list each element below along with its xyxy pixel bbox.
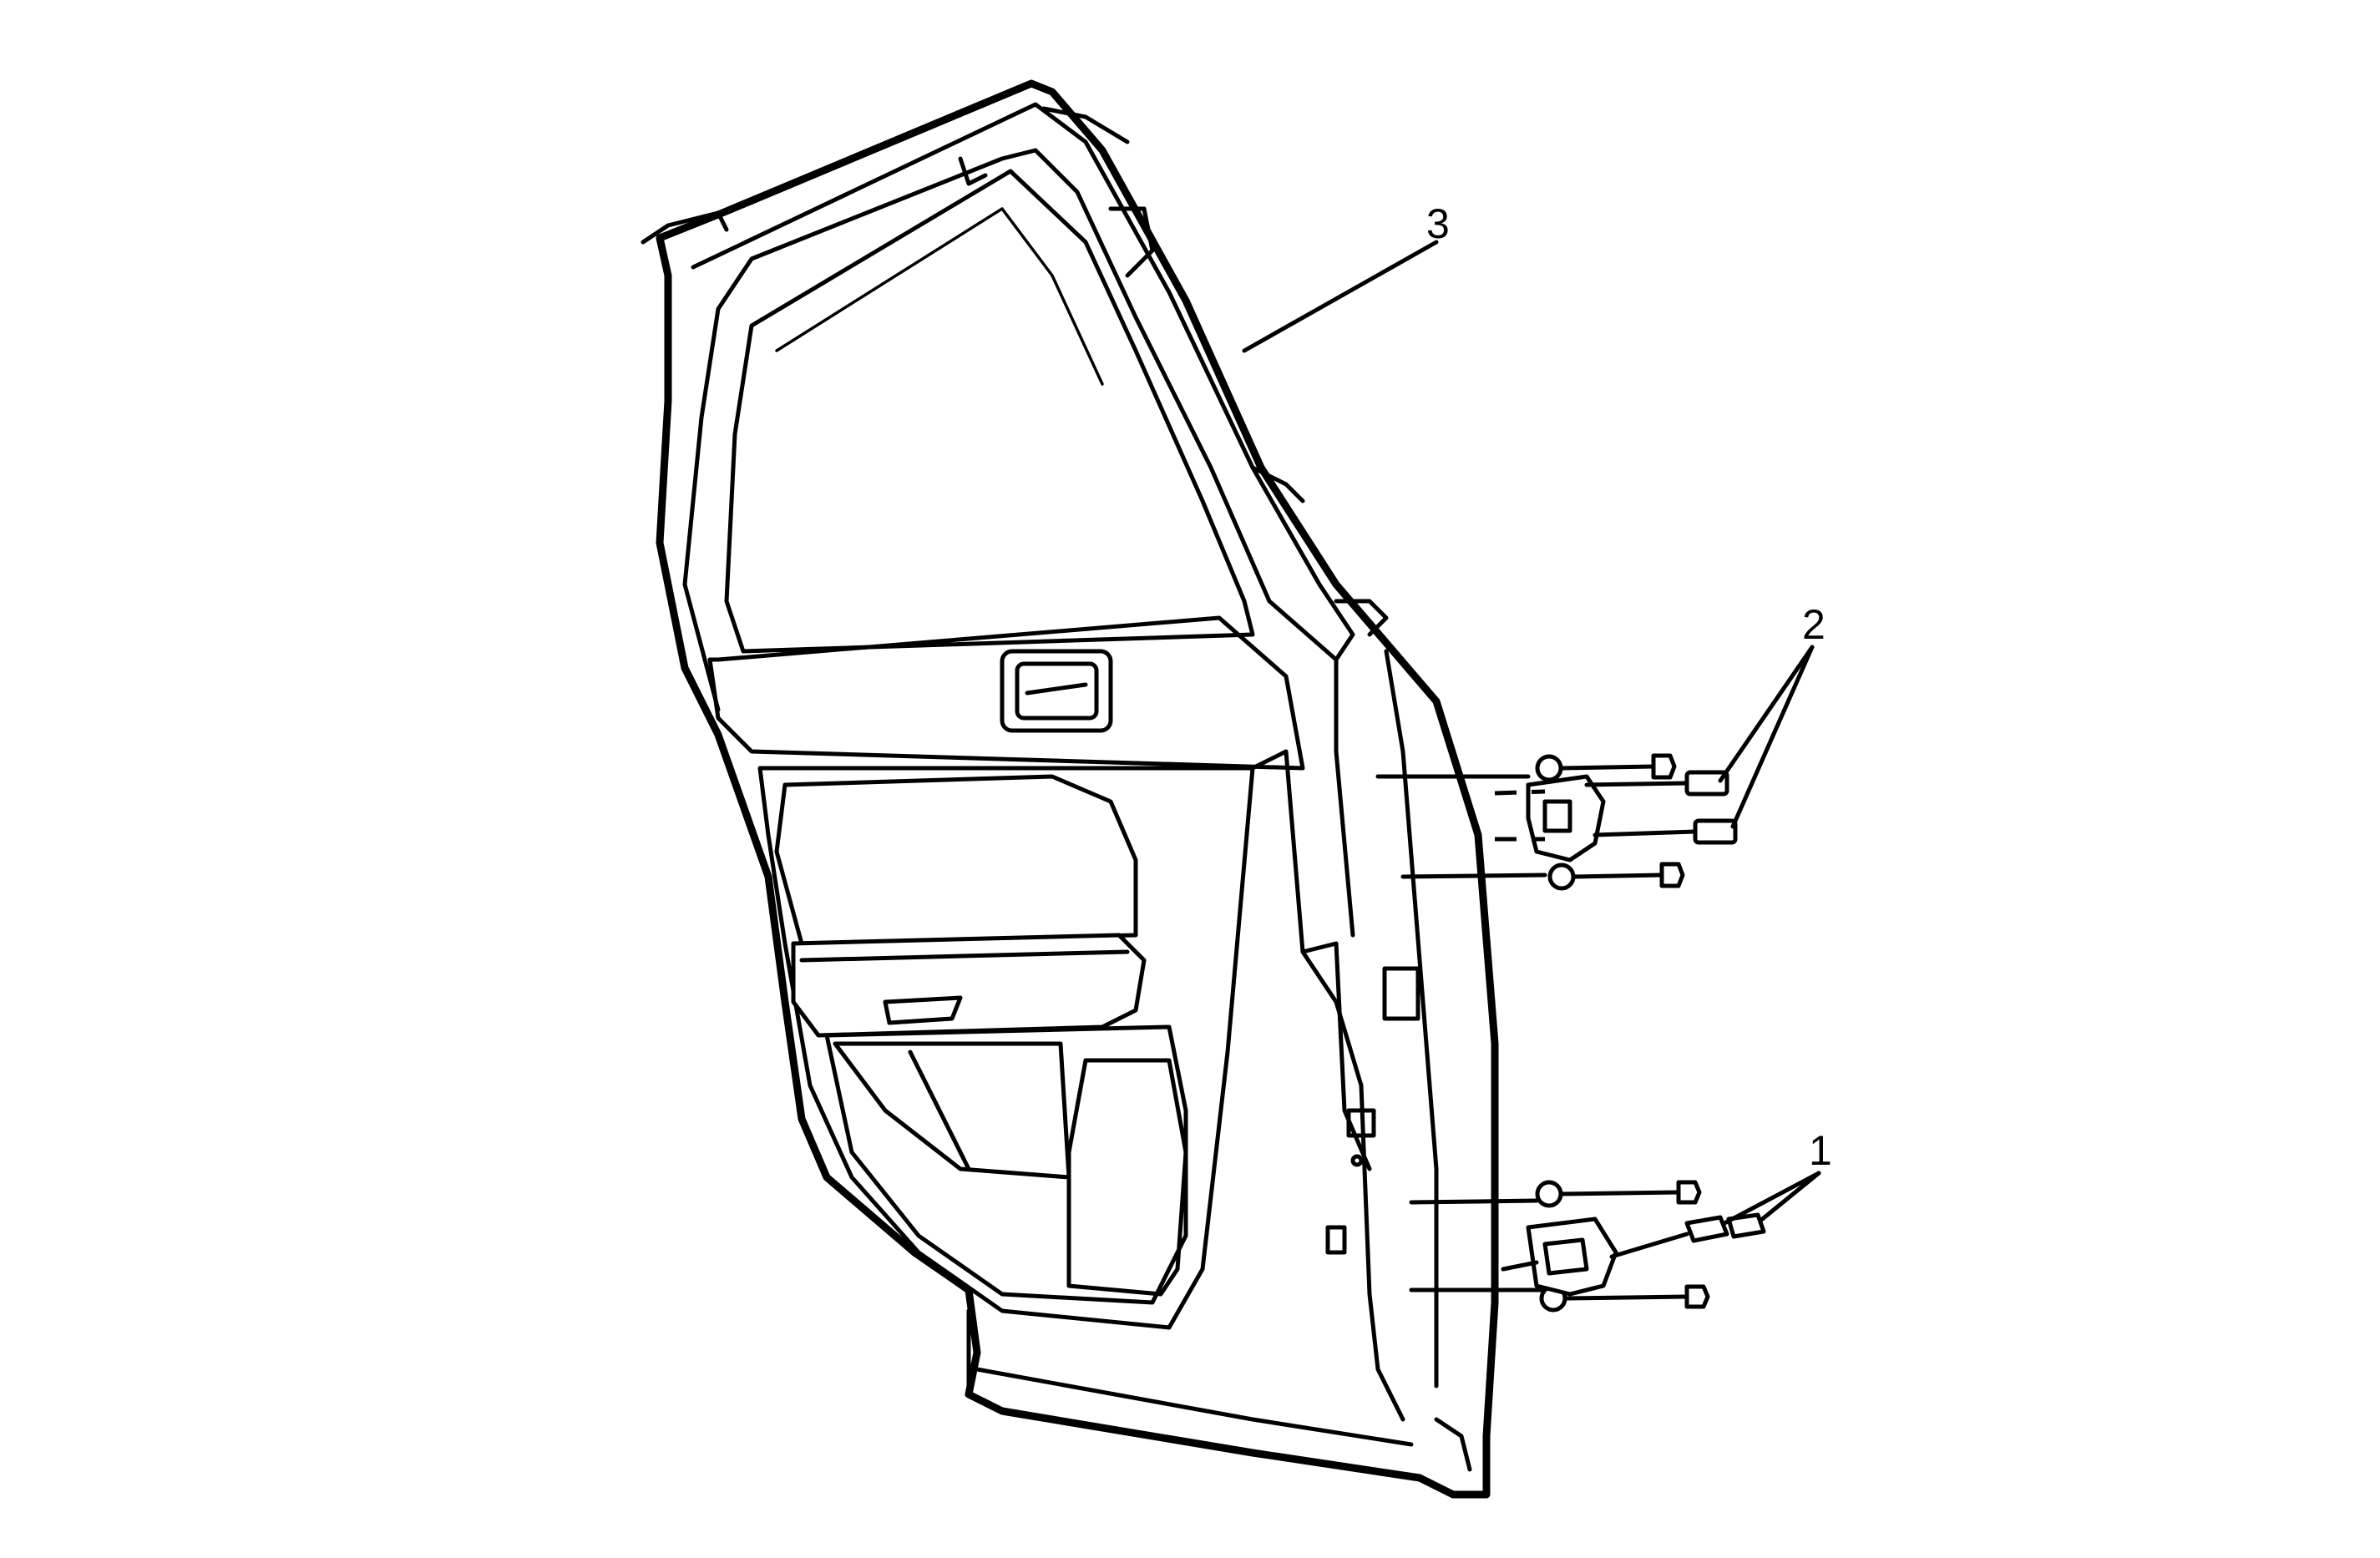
leader-line-2a [1718, 645, 1815, 783]
callout-2: 2 [1718, 601, 1826, 829]
upper-hinge-bolt [1693, 818, 1738, 845]
callout-3: 3 [1242, 200, 1450, 353]
upper-hinge-bolt [1684, 770, 1729, 797]
frame-bracket [1108, 206, 1155, 278]
check-link-slot [1382, 966, 1420, 1021]
upper-hinge-bolt-head [1651, 753, 1677, 780]
leader-line-1a [1722, 1171, 1821, 1226]
upper-frame-detail [1041, 106, 1130, 144]
upper-hinge-bolt-shaft [1593, 829, 1698, 837]
door-inner-edge [1250, 749, 1405, 1422]
pocket-storage [833, 1041, 1071, 1180]
frame-seal [1250, 465, 1305, 503]
leader-line-1b [1758, 1171, 1821, 1223]
upper-hinge-bolt-shaft [1559, 764, 1656, 771]
frame-corner-clip [1334, 599, 1389, 637]
inner-panel-slot [1325, 1225, 1347, 1255]
lower-hinge-assembly [1409, 1180, 1766, 1313]
leader-line-3 [1242, 240, 1439, 353]
upper-hinge-bolt-head [1659, 862, 1685, 888]
window-glass-inner [775, 207, 1104, 386]
lower-hinge-bolt [1726, 1212, 1766, 1239]
callout-label-2: 2 [1802, 601, 1826, 648]
lower-hinge-bolt-shaft [1609, 1232, 1689, 1259]
upper-hinge-bolt-shaft [1572, 873, 1664, 879]
lower-hinge-bolt [1684, 1215, 1729, 1243]
armrest [791, 933, 1147, 1038]
interior-door-handle [1000, 649, 1113, 733]
inner-panel-hole [1346, 1108, 1376, 1138]
door-hinge-face [1384, 649, 1439, 1389]
callout-label-1: 1 [1809, 1127, 1832, 1174]
rear-door [641, 79, 1499, 1499]
frame-clip [958, 156, 988, 186]
drain-hole [1434, 1417, 1472, 1472]
window-glass [724, 169, 1255, 654]
lower-hinge-bolt-head [1676, 1180, 1702, 1205]
trim-panel-belt [707, 615, 1305, 771]
pocket-crease [908, 1050, 971, 1171]
door-pocket [824, 1024, 1188, 1305]
upper-hinge-washer [1535, 754, 1563, 782]
lower-hinge-bracket [1526, 1217, 1618, 1297]
upper-trim-recess [774, 774, 1138, 946]
upper-hinge-assembly [1375, 753, 1738, 891]
lower-hinge-bolt-shaft [1559, 1190, 1681, 1196]
leader-line-2b [1730, 645, 1815, 829]
lower-hinge-bolt-shaft [1563, 1294, 1689, 1301]
trim-panel [757, 766, 1255, 1330]
door-top-tab [641, 210, 729, 245]
lower-hinge-bolt-head [1684, 1284, 1710, 1309]
inner-panel-pin [1350, 1154, 1364, 1167]
callout-label-3: 3 [1426, 200, 1450, 247]
window-frame [682, 102, 1355, 712]
upper-hinge-washer [1547, 862, 1576, 891]
speaker-grille [1066, 1058, 1188, 1297]
door-shut-face [1334, 657, 1355, 938]
door-inner-flange [1300, 941, 1372, 1171]
door-bottom [966, 1308, 1456, 1497]
upper-hinge-bracket [1526, 774, 1606, 862]
callout-1: 1 [1722, 1127, 1832, 1226]
lower-hinge-washer [1535, 1180, 1563, 1208]
door-bottom-seal [975, 1367, 1414, 1447]
upper-hinge-bolt-shaft [1584, 781, 1689, 787]
